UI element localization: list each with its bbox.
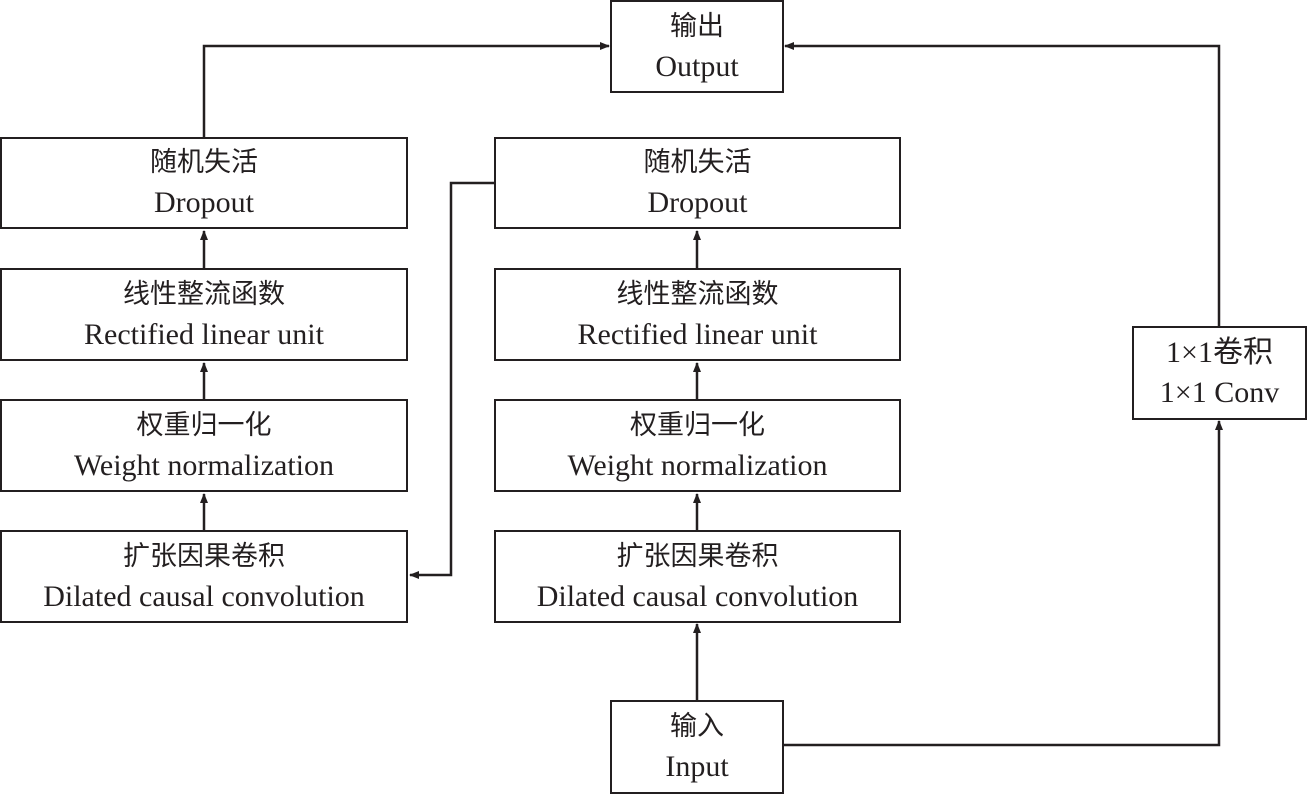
left-dilated-conv-label-en: Dilated causal convolution bbox=[43, 579, 365, 613]
right-weightnorm-box: 权重归一化 Weight normalization bbox=[494, 399, 901, 492]
right-relu-label-en: Rectified linear unit bbox=[577, 317, 818, 351]
arrow-right-dropout-to-left-dilated bbox=[409, 181, 494, 579]
right-relu-label-zh: 线性整流函数 bbox=[616, 278, 779, 310]
arrow-left-dropout-to-output bbox=[202, 42, 610, 137]
right-dropout-box: 随机失活 Dropout bbox=[494, 137, 901, 229]
right-dilated-conv-label-zh: 扩张因果卷积 bbox=[616, 540, 779, 572]
left-dropout-box: 随机失活 Dropout bbox=[0, 137, 408, 229]
left-weightnorm-box: 权重归一化 Weight normalization bbox=[0, 399, 408, 492]
arrow-conv1x1-to-output bbox=[784, 42, 1221, 326]
left-dilated-conv-box: 扩张因果卷积 Dilated causal convolution bbox=[0, 530, 408, 623]
right-dilated-conv-label-en: Dilated causal convolution bbox=[536, 579, 859, 613]
right-dropout-label-en: Dropout bbox=[647, 186, 748, 219]
right-weightnorm-label-en: Weight normalization bbox=[567, 448, 828, 482]
right-weightnorm-label-zh: 权重归一化 bbox=[630, 409, 765, 441]
conv1x1-box: 1×1卷积 1×1 Conv bbox=[1132, 326, 1307, 420]
left-weightnorm-label-zh: 权重归一化 bbox=[136, 409, 272, 441]
left-dilated-conv-label-zh: 扩张因果卷积 bbox=[123, 540, 285, 572]
arrow-input-to-conv1x1 bbox=[784, 420, 1223, 747]
right-dropout-label-zh: 随机失活 bbox=[643, 147, 752, 178]
right-dilated-conv-box: 扩张因果卷积 Dilated causal convolution bbox=[494, 530, 901, 623]
left-weightnorm-label-en: Weight normalization bbox=[73, 448, 334, 482]
input-label-zh: 输入 bbox=[670, 711, 724, 742]
left-dropout-label-zh: 随机失活 bbox=[150, 147, 258, 178]
left-relu-box: 线性整流函数 Rectified linear unit bbox=[0, 268, 408, 361]
left-relu-label-en: Rectified linear unit bbox=[84, 317, 324, 351]
left-dropout-label-en: Dropout bbox=[154, 186, 254, 219]
output-label-zh: 输出 bbox=[670, 10, 724, 42]
output-label-en: Output bbox=[655, 49, 739, 83]
right-relu-box: 线性整流函数 Rectified linear unit bbox=[494, 268, 901, 361]
conv1x1-label-zh: 1×1卷积 bbox=[1166, 336, 1273, 369]
left-relu-label-zh: 线性整流函数 bbox=[123, 278, 285, 310]
input-label-en: Input bbox=[665, 750, 729, 783]
input-box: 输入 Input bbox=[610, 700, 784, 794]
output-box: 输出 Output bbox=[610, 0, 784, 93]
conv1x1-label-en: 1×1 Conv bbox=[1159, 376, 1280, 409]
